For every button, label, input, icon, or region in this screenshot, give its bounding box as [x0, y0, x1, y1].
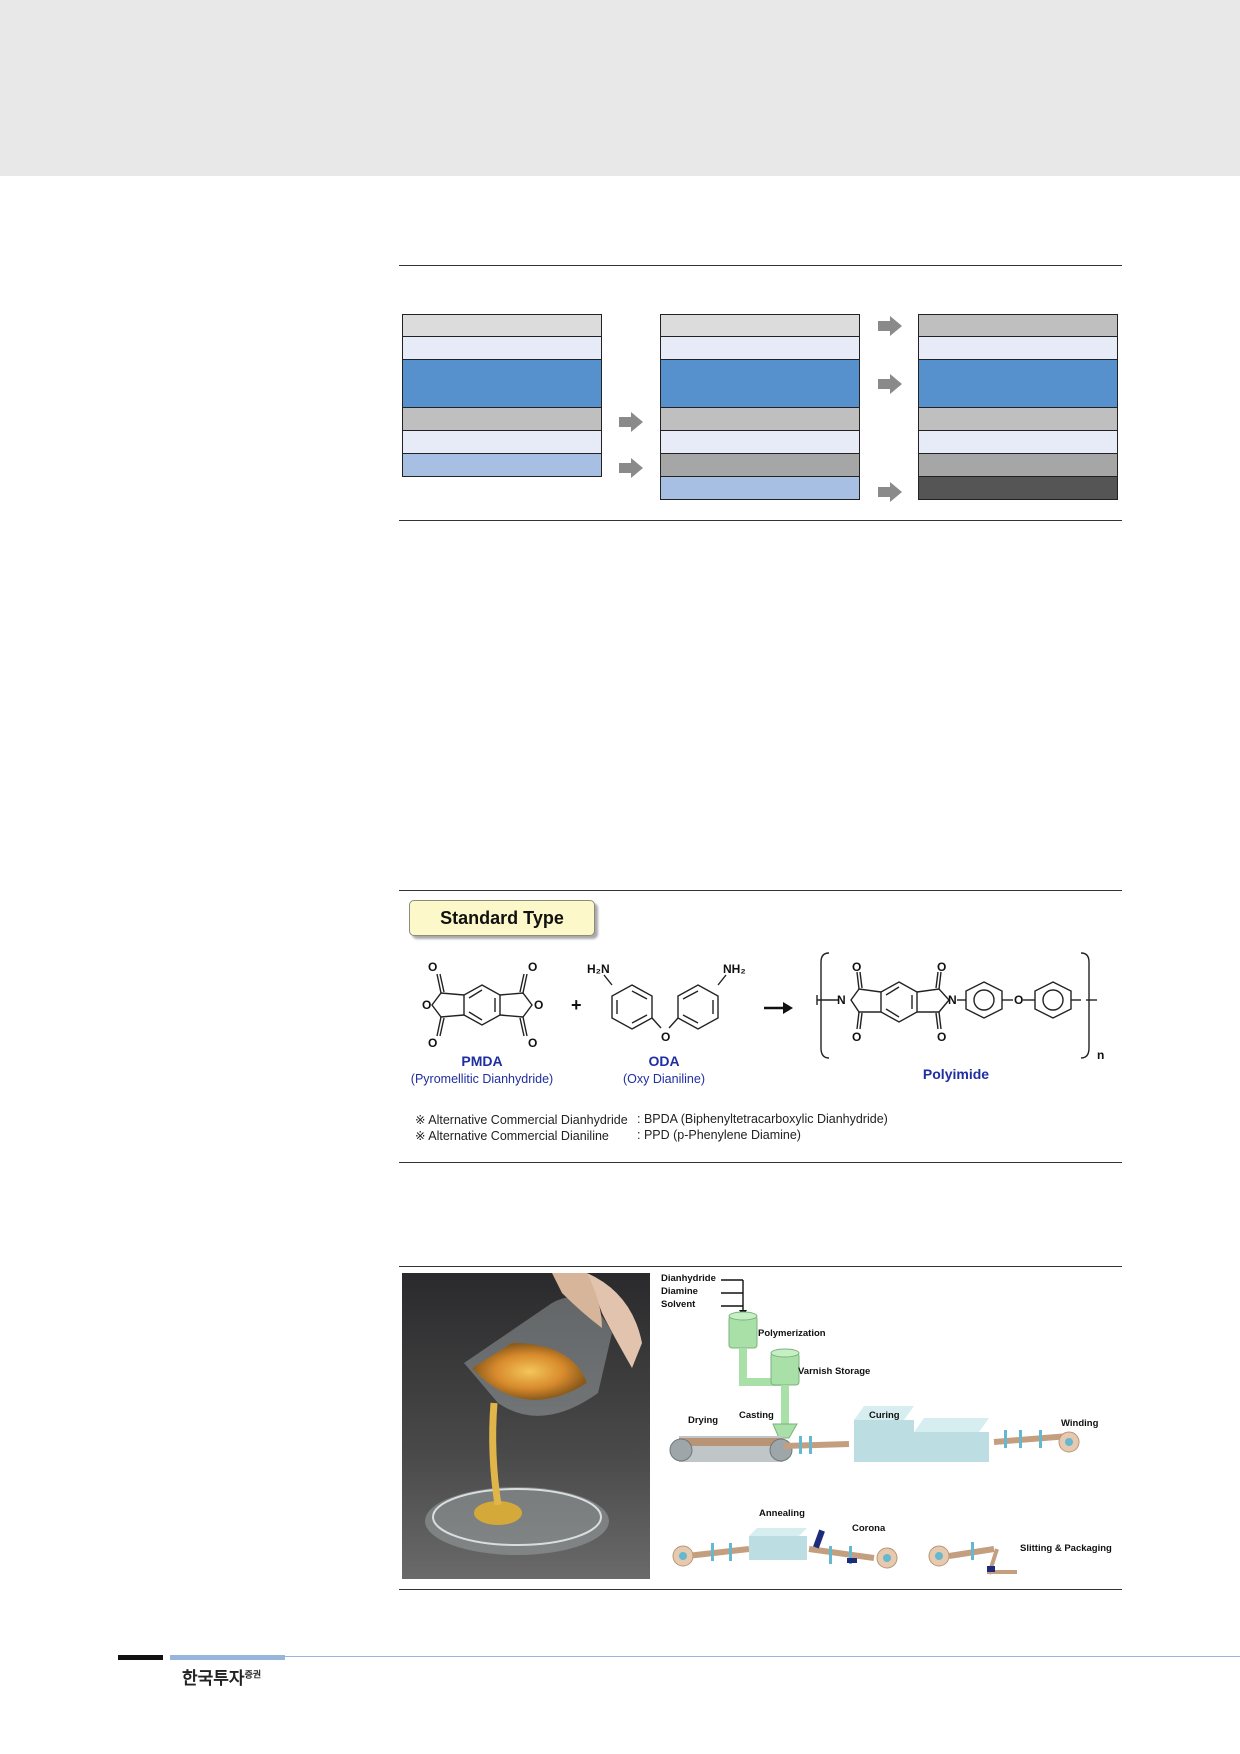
label-dianhydride: Dianhydride: [661, 1273, 716, 1284]
atom-label: O: [937, 960, 947, 974]
layer-light-gray: [660, 314, 860, 337]
note-value: : BPDA (Biphenyltetracarboxylic Dianhydr…: [637, 1112, 888, 1126]
arrow-right-icon: [619, 458, 643, 478]
oda-full-name: (Oxy Dianiline): [623, 1072, 705, 1086]
varnish-pour-photo: [402, 1273, 650, 1579]
oda-ring-1: [611, 984, 653, 1030]
oda-name: ODA: [648, 1053, 680, 1069]
footer-accent-bar: [170, 1655, 285, 1660]
layer-pale-blue: [918, 337, 1118, 360]
arrow-right-icon: [878, 482, 902, 502]
layer-pale-blue: [660, 337, 860, 360]
layer-dark-gray: [918, 454, 1118, 477]
atom-label: O: [852, 960, 862, 974]
label-curing: Curing: [869, 1410, 900, 1421]
label-corona: Corona: [852, 1523, 886, 1534]
label-polymerization: Polymerization: [758, 1328, 826, 1339]
brand-logo: 한국투자증권: [182, 1664, 261, 1689]
layer-light-blue: [402, 454, 602, 477]
pmda-full-name: (Pyromellitic Dianhydride): [410, 1072, 554, 1086]
arrow-right-icon: [878, 316, 902, 336]
layer-mid-gray: [660, 408, 860, 431]
label-solvent: Solvent: [661, 1299, 696, 1310]
brand-name: 한국투자: [182, 1669, 245, 1689]
layer-mid-gray: [402, 408, 602, 431]
atom-label: O: [534, 998, 544, 1012]
atom-label: O: [428, 960, 438, 974]
label-slitting-packaging: Slitting & Packaging: [1020, 1543, 1112, 1554]
section-rule: [399, 265, 1122, 266]
layer-light-blue: [660, 477, 860, 500]
layer-charcoal: [918, 477, 1118, 500]
atom-label: O: [528, 960, 538, 974]
layer-mid-gray: [918, 408, 1118, 431]
note-label: ※ Alternative Commercial Dianhydride: [415, 1113, 628, 1127]
manufacturing-process-figure: Dianhydride Diamine Solvent Polymerizati…: [399, 1266, 1122, 1586]
label-winding: Winding: [1061, 1418, 1099, 1429]
atom-label: O: [937, 1030, 947, 1044]
layer-dark-gray: [660, 454, 860, 477]
layer-blue: [402, 360, 602, 408]
label-annealing: Annealing: [759, 1508, 805, 1519]
polyimide-reaction-figure: Standard Type: [399, 890, 1122, 1160]
section-rule: [399, 1589, 1122, 1590]
polyimide-ring-3: [1034, 981, 1072, 1019]
layer-pale-blue: [660, 431, 860, 454]
layer-blue: [918, 360, 1118, 408]
footer-accent-bar: [118, 1655, 163, 1660]
section-rule: [399, 1162, 1122, 1163]
repeat-subscript: n: [1097, 1048, 1105, 1062]
atom-label: O: [428, 1036, 438, 1050]
polyimide-name: Polyimide: [922, 1066, 990, 1082]
arrow-right-icon: [878, 374, 902, 394]
label-varnish-storage: Varnish Storage: [798, 1366, 871, 1377]
arrow-right-icon: [619, 412, 643, 432]
atom-label: N: [948, 993, 957, 1007]
layer-light-gray: [402, 314, 602, 337]
amine-label: NH₂: [723, 962, 746, 976]
pmda-name: PMDA: [461, 1053, 503, 1069]
section-rule: [399, 1266, 1122, 1267]
stack-column-1: [402, 314, 602, 477]
layer-pale-blue: [402, 337, 602, 360]
layer-mid-gray: [918, 314, 1118, 337]
note-value: : PPD (p-Phenylene Diamine): [637, 1128, 801, 1142]
oda-ring-2: [677, 984, 719, 1030]
brand-suffix: 증권: [244, 1670, 262, 1681]
label-casting: Casting: [739, 1410, 774, 1421]
stack-column-2: [660, 314, 860, 500]
plus-sign: +: [571, 995, 582, 1015]
note-label: ※ Alternative Commercial Dianiline: [415, 1129, 609, 1143]
stack-column-3: [918, 314, 1118, 500]
atom-label: N: [837, 993, 846, 1007]
atom-label: O: [528, 1036, 538, 1050]
label-diamine: Diamine: [661, 1286, 698, 1297]
layer-blue: [660, 360, 860, 408]
atom-label: O: [422, 998, 432, 1012]
layer-pale-blue: [402, 431, 602, 454]
section-rule: [399, 520, 1122, 521]
reaction-arrowhead: [783, 1002, 793, 1014]
label-drying: Drying: [688, 1415, 719, 1426]
atom-label: O: [661, 1030, 671, 1044]
amine-label: H₂N: [587, 962, 610, 976]
reaction-scheme: [431, 952, 1097, 1059]
footer-rule: [285, 1656, 1240, 1657]
process-flow-diagram: [669, 1279, 1080, 1575]
standard-type-badge: Standard Type: [409, 900, 595, 936]
layer-pale-blue: [918, 431, 1118, 454]
atom-label: O: [1014, 993, 1024, 1007]
section-rule: [399, 890, 1122, 891]
polyimide-ring-2: [965, 981, 1003, 1019]
header-band: [0, 0, 1240, 176]
layer-stack-diagram: [399, 300, 1122, 525]
atom-label: O: [852, 1030, 862, 1044]
